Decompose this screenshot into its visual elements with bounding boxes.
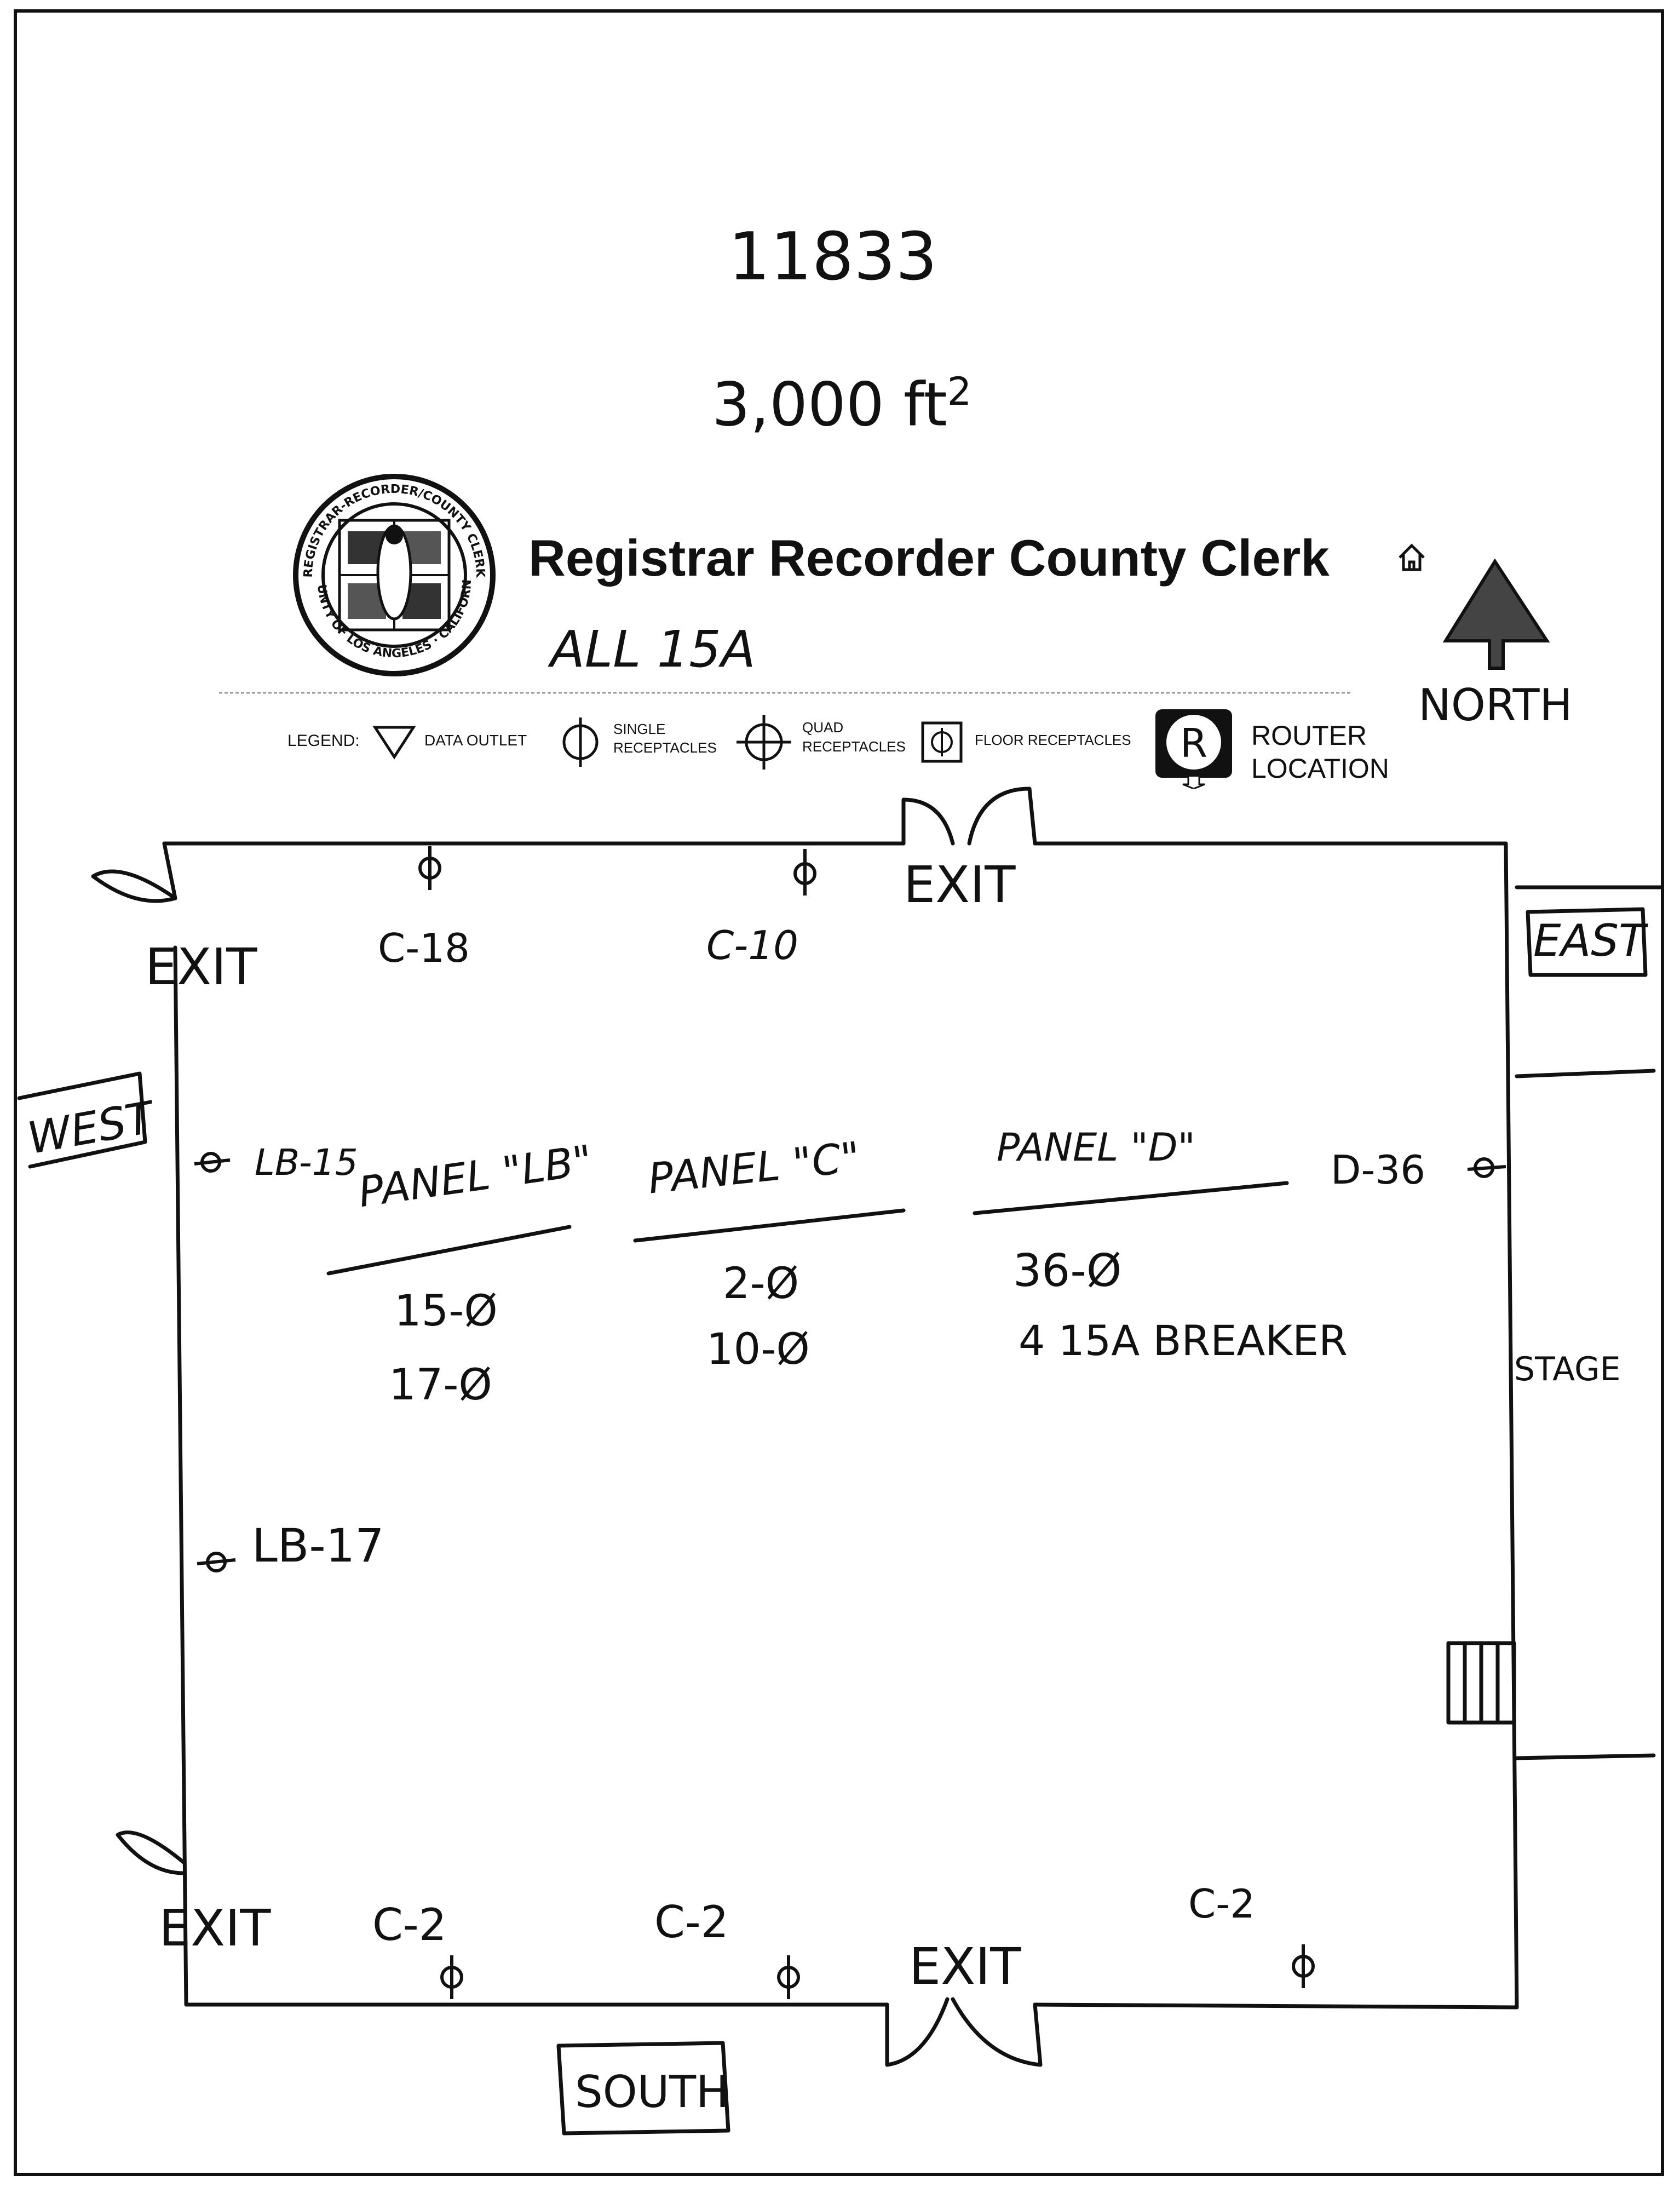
legend-floor: FLOOR RECEPTACLES [975,732,1131,748]
county-seal: REGISTRAR-RECORDER/COUNTY CLERK COUNTY O… [290,471,496,676]
outlet-label-west-2: LB-17 [252,1519,384,1572]
legend-single-line1: SINGLE [613,721,666,737]
receptacle-east-1-icon [1467,1157,1506,1178]
outlet-label-north-1: C-18 [378,925,470,971]
outlet-label-south-3: C-2 [1188,1881,1256,1927]
receptacle-north-1-icon [418,846,441,890]
receptacle-south-3-icon [1292,1944,1315,1988]
east-wall-label: EAST [1533,915,1646,966]
home-icon [1399,543,1425,571]
receptacle-north-2-icon [793,849,816,896]
north-label: NORTH [1418,680,1573,731]
panel-d-circuit-1: 36-Ø [1013,1245,1122,1297]
exit-north-label: EXIT [904,856,1016,914]
exit-south-label: EXIT [909,1937,1021,1996]
router-symbol: R [1180,720,1207,766]
north-arrow-icon [1443,559,1550,670]
stage-label: STAGE [1514,1350,1621,1388]
legend-quad-line1: QUAD [802,719,844,736]
legend-single-line2: RECEPTACLES [613,739,717,756]
outlet-label-east-1: D-36 [1331,1147,1426,1193]
south-wall-label: SOUTH [575,2067,729,2117]
panel-c-circuit-1: 2-Ø [723,1259,799,1308]
floor-receptacle-icon [921,721,963,763]
data-outlet-icon [372,726,416,760]
panel-lb-circuit-1: 15-Ø [394,1287,498,1336]
receptacle-south-1-icon [440,1955,463,1999]
document-number: 11833 [728,219,937,295]
outlet-label-south-1: C-2 [372,1899,447,1950]
panel-d-title: PANEL "D" [997,1125,1195,1170]
page-title: Registrar Recorder County Clerk [528,529,1330,587]
exit-northwest-label: EXIT [145,938,257,996]
single-receptacle-icon [562,717,599,767]
panel-lb-circuit-2: 17-Ø [389,1361,492,1410]
panel-d-circuit-2: 4 15A BREAKER [1019,1316,1348,1365]
legend: LEGEND: DATA OUTLET SINGLE RECEPTACLES Q… [274,707,1424,789]
legend-label: LEGEND: [287,732,360,750]
legend-data-outlet: DATA OUTLET [424,732,527,749]
legend-router-line1: ROUTER [1251,720,1367,751]
panel-c-circuit-2: 10-Ø [706,1325,810,1374]
receptacle-west-1-icon [194,1152,231,1173]
room-area-value: 3,000 ft [712,369,947,440]
legend-quad-line2: RECEPTACLES [802,738,906,755]
receptacle-south-2-icon [777,1955,800,1999]
quad-receptacle-icon [737,715,791,770]
exit-southwest-label: EXIT [159,1899,271,1958]
legend-router-line2: LOCATION [1251,753,1389,784]
outlet-label-west-1: LB-15 [255,1141,358,1184]
header-divider [219,692,1353,694]
router-location-icon: R [1155,709,1232,789]
breaker-note: ALL 15A [550,620,756,679]
room-area-exponent: 2 [947,369,972,414]
outlet-label-south-2: C-2 [654,1897,729,1948]
room-area: 3,000 ft2 [712,372,971,435]
receptacle-west-2-icon [197,1552,236,1572]
outlet-label-north-2: C-10 [706,922,798,968]
